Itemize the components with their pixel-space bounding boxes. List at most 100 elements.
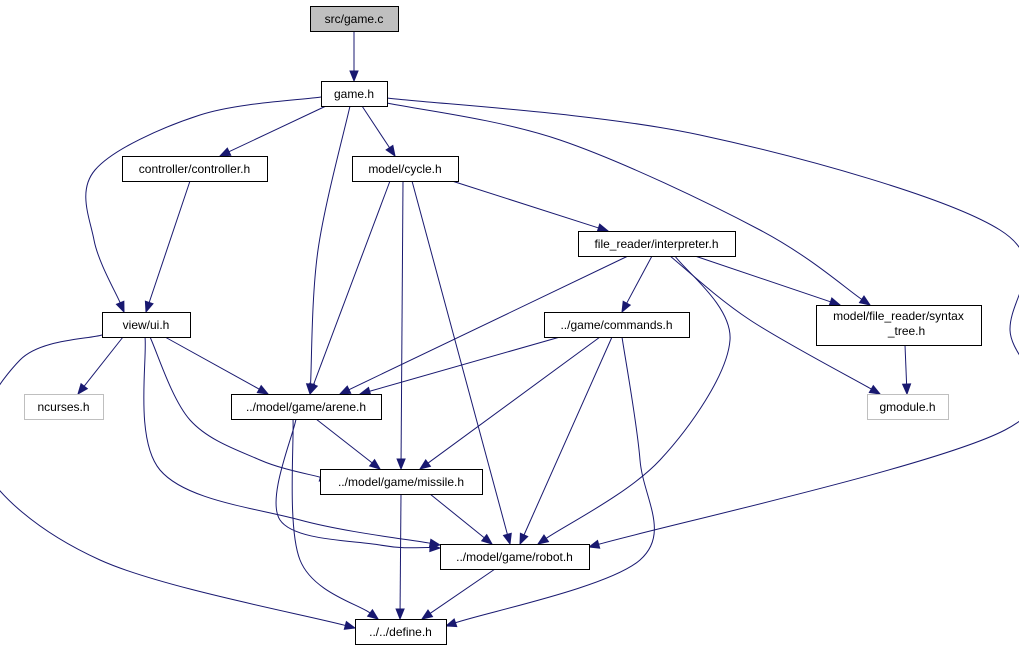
node-game-c[interactable]: src/game.c xyxy=(310,6,399,32)
node-label: ../model/game/arene.h xyxy=(246,400,366,414)
edge-interpreter_h-to-robot_h xyxy=(536,255,731,545)
edge-line xyxy=(315,418,373,464)
node-label: ../game/commands.h xyxy=(560,318,672,332)
arrowhead-icon xyxy=(420,609,434,620)
arrowhead-icon xyxy=(218,147,232,157)
edge-syntax_tree_h-to-gmodule_h xyxy=(901,344,912,396)
node-commands-h[interactable]: ../game/commands.h xyxy=(544,312,690,338)
arrowhead-icon xyxy=(901,383,912,396)
node-box xyxy=(24,394,104,420)
arrowhead-icon xyxy=(338,385,352,395)
node-missile-h[interactable]: ../model/game/missile.h xyxy=(320,469,483,495)
edge-interpreter_h-to-arene_h xyxy=(338,255,629,395)
edge-line xyxy=(291,418,371,614)
edge-line xyxy=(0,334,346,626)
node-interpreter-h[interactable]: file_reader/interpreter.h xyxy=(578,231,736,257)
edge-line xyxy=(523,336,613,536)
node-box xyxy=(352,156,459,182)
arrowhead-icon xyxy=(596,223,610,233)
arrowhead-icon xyxy=(429,542,442,553)
edge-line xyxy=(694,255,831,303)
edge-robot_h-to-define_h xyxy=(420,568,496,620)
edge-line xyxy=(313,180,391,385)
edge-line xyxy=(148,180,191,303)
edge-line xyxy=(455,336,655,624)
arrowhead-icon xyxy=(519,532,529,546)
edge-cycle_h-to-missile_h xyxy=(396,180,406,471)
node-syntax-tree-h[interactable]: model/file_reader/syntax_tree.h xyxy=(816,305,982,346)
node-box xyxy=(310,6,399,32)
edge-interpreter_h-to-gmodule_h xyxy=(669,255,882,395)
edge-commands_h-to-missile_h xyxy=(418,336,601,470)
node-define-h[interactable]: ../../define.h xyxy=(355,619,447,645)
node-label: view/ui.h xyxy=(123,318,170,332)
node-label: file_reader/interpreter.h xyxy=(594,237,718,251)
node-ui-h[interactable]: view/ui.h xyxy=(102,312,191,338)
edge-line xyxy=(386,97,1019,545)
edge-line xyxy=(400,180,404,460)
edge-line xyxy=(429,493,485,539)
node-ncurses-h[interactable]: ncurses.h xyxy=(24,394,104,420)
node-label: ncurses.h xyxy=(37,400,89,414)
edge-line xyxy=(275,418,431,549)
edge-controller_h-to-ui_h xyxy=(144,180,191,314)
edge-game_h-to-robot_h xyxy=(386,97,1019,549)
edge-line xyxy=(348,255,629,391)
edge-game_h-to-syntax_tree_h xyxy=(386,102,872,306)
edge-interpreter_h-to-syntax_tree_h xyxy=(694,255,842,307)
node-arene-h[interactable]: ../model/game/arene.h xyxy=(231,394,382,420)
edge-ui_h-to-arene_h xyxy=(164,336,270,395)
edge-game_h-to-ui_h xyxy=(85,96,322,314)
edge-line xyxy=(386,102,863,300)
arrowhead-icon xyxy=(868,384,882,395)
edge-line xyxy=(545,255,731,539)
edge-game_h-to-cycle_h xyxy=(361,105,396,158)
arrowhead-icon xyxy=(115,300,125,314)
edge-missile_h-to-robot_h xyxy=(429,493,494,545)
node-box xyxy=(321,81,388,107)
edge-cycle_h-to-robot_h xyxy=(411,180,512,546)
edge-line xyxy=(361,105,390,148)
arrowhead-icon xyxy=(343,620,357,630)
arrowhead-icon xyxy=(385,144,396,158)
node-box xyxy=(231,394,382,420)
arrowhead-icon xyxy=(395,608,405,621)
edge-game_h-to-arene_h xyxy=(305,105,351,396)
arrowhead-icon xyxy=(444,618,458,628)
edge-game_c-to-game_h xyxy=(349,31,359,83)
node-label: gmodule.h xyxy=(879,400,935,414)
edge-line xyxy=(85,96,322,303)
edge-ui_h-to-define_h xyxy=(0,334,357,630)
edge-commands_h-to-robot_h xyxy=(519,336,613,546)
node-label: ../model/game/robot.h xyxy=(456,550,573,564)
node-box xyxy=(440,544,590,570)
node-robot-h[interactable]: ../model/game/robot.h xyxy=(440,544,590,570)
edge-line xyxy=(164,336,260,390)
arrowhead-icon xyxy=(358,386,372,396)
node-label: ../../define.h xyxy=(369,625,432,639)
node-game-h[interactable]: game.h xyxy=(321,81,388,107)
node-box xyxy=(544,312,690,338)
edge-interpreter_h-to-commands_h xyxy=(621,255,653,314)
arrowhead-icon xyxy=(480,533,494,545)
node-cycle-h[interactable]: model/cycle.h xyxy=(352,156,459,182)
arrowhead-icon xyxy=(858,295,872,306)
node-label: model/file_reader/syntax xyxy=(833,309,964,323)
node-box xyxy=(122,156,268,182)
arrowhead-icon xyxy=(536,534,550,545)
edge-line xyxy=(429,568,496,614)
arrowhead-icon xyxy=(587,539,601,549)
nodes-layer: src/game.c game.h controller/controller.h m… xyxy=(24,6,982,645)
edge-missile_h-to-define_h xyxy=(395,493,405,621)
node-box xyxy=(355,619,447,645)
arrowhead-icon xyxy=(418,458,432,470)
edge-line xyxy=(399,493,402,610)
arrowhead-icon xyxy=(77,382,89,396)
edge-commands_h-to-arene_h xyxy=(358,336,561,396)
node-gmodule-h[interactable]: gmodule.h xyxy=(867,394,949,420)
edge-line xyxy=(369,336,561,392)
arrowhead-icon xyxy=(256,384,270,395)
node-controller-h[interactable]: controller/controller.h xyxy=(122,156,268,182)
edge-line xyxy=(143,336,431,544)
